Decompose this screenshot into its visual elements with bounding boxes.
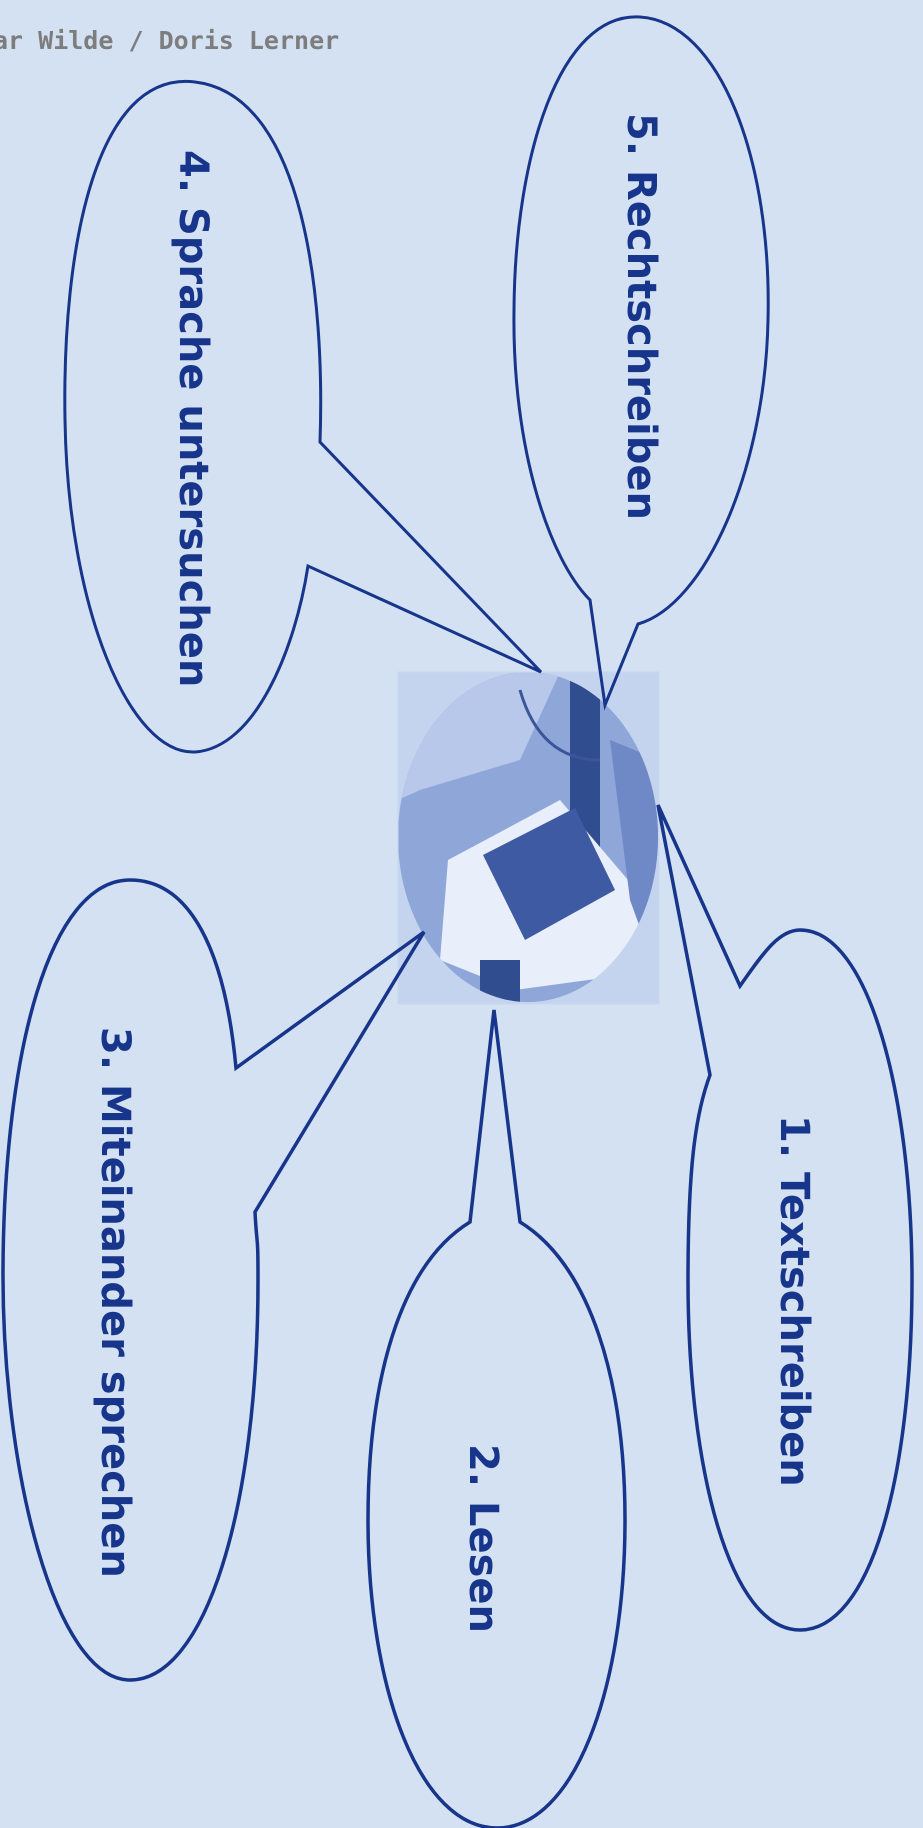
bubble-textschreiben: 1. Textschreiben xyxy=(656,804,914,1632)
bubble-sprache-untersuchen: 4. Sprache untersuchen xyxy=(63,80,543,754)
bubble-label-3: 3. Miteinander sprechen xyxy=(92,1027,138,1578)
bubble-label-1: 1. Textschreiben xyxy=(771,1115,817,1487)
author-header: ar Wilde / Doris Lerner xyxy=(0,26,340,55)
bubble-lesen: 2. Lesen xyxy=(366,1009,627,1828)
bubble-rechtschreiben: 5. Rechtschreiben xyxy=(512,15,770,711)
center-photo xyxy=(397,671,660,1005)
bubble-label-4: 4. Sprache untersuchen xyxy=(170,150,216,687)
bubble-miteinander-sprechen: 3. Miteinander sprechen xyxy=(1,878,426,1682)
bubble-label-2: 2. Lesen xyxy=(460,1444,506,1633)
bubble-label-5: 5. Rechtschreiben xyxy=(618,113,664,520)
